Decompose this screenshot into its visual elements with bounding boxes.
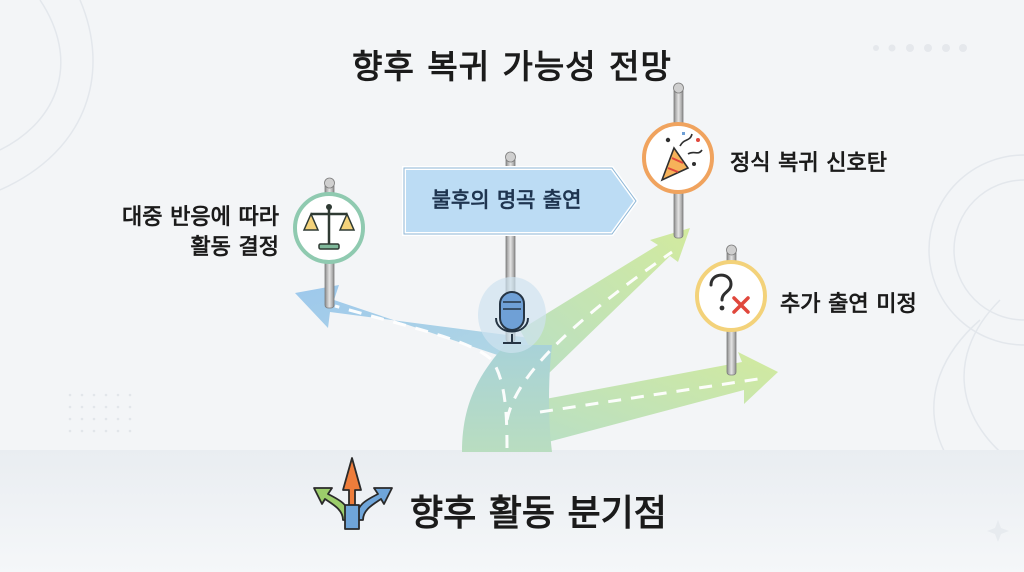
- footer-title: 향후 활동 분기점: [410, 493, 667, 534]
- road-trunk: [462, 345, 552, 452]
- scales-icon: [293, 192, 365, 264]
- party-popper-icon: [642, 122, 714, 194]
- center-sign-label: 불후의 명곡 출연: [431, 188, 582, 212]
- top-right-branch-label: 정식 복귀 신호탄: [730, 151, 887, 176]
- road-right-branch: [540, 352, 778, 442]
- left-branch-label: 대중 반응에 따라 활동 결정: [122, 203, 279, 263]
- left-branch-label-line1: 대중 반응에 따라: [122, 205, 279, 230]
- microphone-icon: [478, 277, 546, 353]
- branch-arrows-icon: [313, 457, 393, 530]
- sparkle-icon: [987, 520, 1009, 542]
- road-junction: [295, 228, 778, 452]
- floor-band: [0, 450, 1024, 572]
- dots-decor-top-right: [873, 44, 967, 52]
- dot-grid-decor: [68, 393, 132, 433]
- left-branch-label-line2: 활동 결정: [190, 235, 279, 260]
- page-title: 향후 복귀 가능성 전망: [352, 47, 672, 86]
- right-branch-label: 추가 출연 미정: [780, 292, 917, 317]
- question-x-icon: [695, 260, 767, 332]
